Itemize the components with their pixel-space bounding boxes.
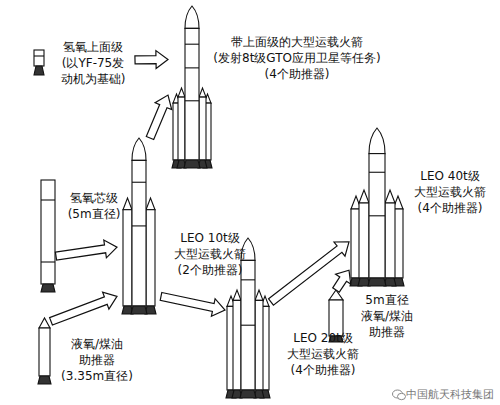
core-stage-cylinder [41,180,55,292]
rocket-component: LEO 20t级 大型运载火箭 (4个助推器) [225,238,271,398]
rocket-figure [122,138,156,314]
rocket-component: 氢氧芯级 (5m直径) [40,180,56,292]
rocket-component: 氢氧上面级 (以YF-75发 动机为基础) [30,35,135,88]
component-caption: 带上面级的大型运载火箭 (发射8t级GTO应用卫星等任务) (4个助推器) [206,34,388,82]
hollow-arrow [333,270,351,292]
component-caption: LEO 10t级 大型运载火箭 (2个助推器) [163,230,257,278]
hollow-arrow [160,293,225,317]
component-caption: 氢氧上面级 (以YF-75发 动机为基础) [50,39,136,87]
component-caption: 5m直径 液氧/煤油 助推器 [350,292,424,340]
rocket-component: LEO 40t级 大型运载火箭 (4个助推器) [349,128,405,286]
component-caption: LEO 20t级 大型运载火箭 (4个助推器) [274,330,372,378]
component-caption: 液氧/煤油 助推器 (3.35m直径) [56,336,138,384]
rocket-figure [172,6,212,168]
watermark: 中国航天科技集团 [392,388,494,402]
hollow-arrow [50,292,117,325]
rocket-component: 带上面级的大型运载火箭 (发射8t级GTO应用卫星等任务) (4个助推器) [168,6,216,168]
wechat-icon [392,389,406,401]
watermark-text: 中国航天科技集团 [406,388,494,402]
rocket-component: LEO 10t级 大型运载火箭 (2个助推器) [117,138,161,314]
rocket-figure [350,128,404,286]
rocket-component: 液氧/煤油 助推器 (3.35m直径) [38,318,51,384]
rocket-figure [226,238,270,398]
component-caption: 氢氧芯级 (5m直径) [62,190,126,222]
hollow-arrow [55,240,117,260]
hollow-arrow [146,95,171,139]
launch-vehicles [122,6,404,398]
kerolox-booster-335 [38,318,51,384]
component-caption: LEO 40t级 大型运载火箭 (4个助推器) [407,168,493,216]
upper-stage-icon [34,50,44,75]
hollow-arrow [135,51,168,69]
